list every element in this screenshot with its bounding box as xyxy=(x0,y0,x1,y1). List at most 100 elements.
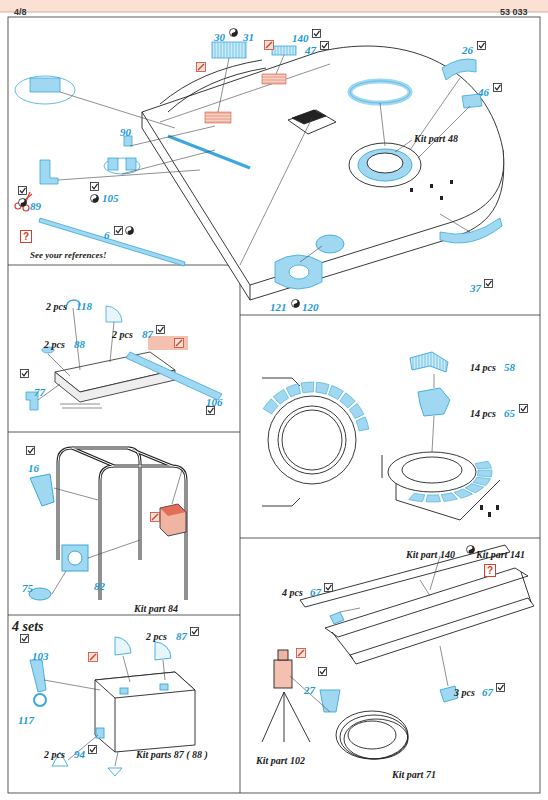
leader-lines xyxy=(276,55,284,74)
ring-segments xyxy=(356,417,369,431)
hull xyxy=(292,110,326,124)
kit-part-label: Kit part 140 xyxy=(406,549,455,560)
red-symbols xyxy=(89,41,306,662)
tray-assembly xyxy=(55,370,175,402)
callout-number: 94 xyxy=(74,748,85,760)
leader-lines xyxy=(240,118,312,265)
battery-assembly xyxy=(155,642,171,660)
ring-detail xyxy=(410,352,448,372)
label-slot: 67 xyxy=(482,682,493,700)
etched-parts xyxy=(289,265,309,279)
piece-count: 14 pcs xyxy=(470,362,496,373)
callout-number: 82 xyxy=(94,580,105,592)
label-slot: 31 xyxy=(243,27,254,45)
ladder-assembly xyxy=(300,545,534,702)
set-heading: 4 sets xyxy=(12,619,44,635)
label-slot: 88 xyxy=(74,334,85,352)
hull xyxy=(450,180,453,184)
piece-count: 2 pcs xyxy=(146,631,167,642)
callout-number: 140 xyxy=(292,32,309,44)
check-symbols xyxy=(485,280,493,288)
lamp-and-lifering xyxy=(336,711,408,759)
callout-number: 16 xyxy=(28,462,39,474)
check-symbols xyxy=(115,227,123,235)
lamp-and-lifering xyxy=(290,676,330,712)
callout-number: 47 xyxy=(305,44,316,56)
label-slot: 89 xyxy=(30,196,41,214)
check-symbols xyxy=(520,405,528,413)
leader-lines xyxy=(130,126,215,146)
callout-number: 90 xyxy=(120,126,131,138)
panel-frame xyxy=(8,17,540,793)
label-slot: 27 xyxy=(304,680,315,698)
label-slot: 2 pcs xyxy=(44,334,65,352)
battery-assembly xyxy=(96,728,104,738)
frame-assembly xyxy=(58,448,186,600)
etched-parts xyxy=(104,158,140,174)
panel-frame xyxy=(8,17,540,793)
frame-assembly xyxy=(62,545,88,571)
callout-number: 106 xyxy=(206,396,223,408)
label-slot: 75 xyxy=(22,578,33,596)
frame-assembly xyxy=(52,470,182,594)
label-slot: 105 xyxy=(102,188,119,206)
label-slot: 117 xyxy=(18,710,34,728)
etched-parts xyxy=(350,81,410,103)
battery-assembly xyxy=(34,694,46,706)
callout-number: 120 xyxy=(302,301,319,313)
ladder-assembly xyxy=(340,556,448,686)
label-slot: 120 xyxy=(302,297,319,315)
callout-number: 105 xyxy=(102,192,119,204)
piece-count: 14 pcs xyxy=(470,408,496,419)
yin-yang-symbols xyxy=(292,300,300,308)
hull xyxy=(142,112,143,128)
check-symbols xyxy=(191,628,199,636)
piece-count: 4 pcs xyxy=(282,587,303,598)
callout-number: 67 xyxy=(482,686,493,698)
yin-yang-symbols xyxy=(467,546,475,554)
callout-number: 6 xyxy=(104,229,110,241)
etched-parts xyxy=(440,218,502,243)
frame-assembly xyxy=(72,448,172,466)
tray-assembly xyxy=(26,300,222,410)
frame-assembly xyxy=(30,474,54,506)
label-slot: 2 pcs xyxy=(46,296,67,314)
battery-assembly xyxy=(115,698,116,752)
lamp-and-lifering xyxy=(290,676,330,712)
yin-yang-symbols xyxy=(19,29,475,554)
check-symbols xyxy=(89,746,97,754)
ring-segments xyxy=(409,461,492,502)
note-text: See your references! xyxy=(30,250,106,260)
etched-parts xyxy=(15,76,75,104)
frame-assembly xyxy=(100,466,186,600)
ring-segments xyxy=(454,489,472,498)
ring-segments xyxy=(263,382,492,502)
label-slot: 82 xyxy=(94,576,105,594)
ring-detail xyxy=(402,457,462,483)
ring-segments xyxy=(316,382,329,394)
frame-assembly xyxy=(88,540,140,558)
ring-segments xyxy=(475,461,492,469)
tray-assembly xyxy=(106,306,122,322)
etched-parts xyxy=(275,255,322,289)
frame-assembly xyxy=(100,466,186,600)
check-symbols xyxy=(21,370,29,378)
ring-detail xyxy=(480,505,483,510)
callout-number: 118 xyxy=(76,300,92,312)
tray-assembly xyxy=(48,354,70,376)
leader-lines xyxy=(58,170,200,180)
ladder-assembly xyxy=(440,646,448,686)
query-mark: ? xyxy=(484,564,496,577)
hull xyxy=(205,112,231,123)
check-symbols xyxy=(91,183,99,191)
label-slot: 14 pcs xyxy=(470,357,496,375)
ring-detail xyxy=(282,410,342,470)
battery-assembly xyxy=(108,768,122,776)
frame-assembly xyxy=(172,470,182,504)
panel-frame xyxy=(8,615,240,616)
tray-assembly xyxy=(62,408,102,409)
label-slot: 58 xyxy=(504,357,515,375)
yin-yang-symbols xyxy=(230,29,238,37)
callout-number: 27 xyxy=(304,684,315,696)
